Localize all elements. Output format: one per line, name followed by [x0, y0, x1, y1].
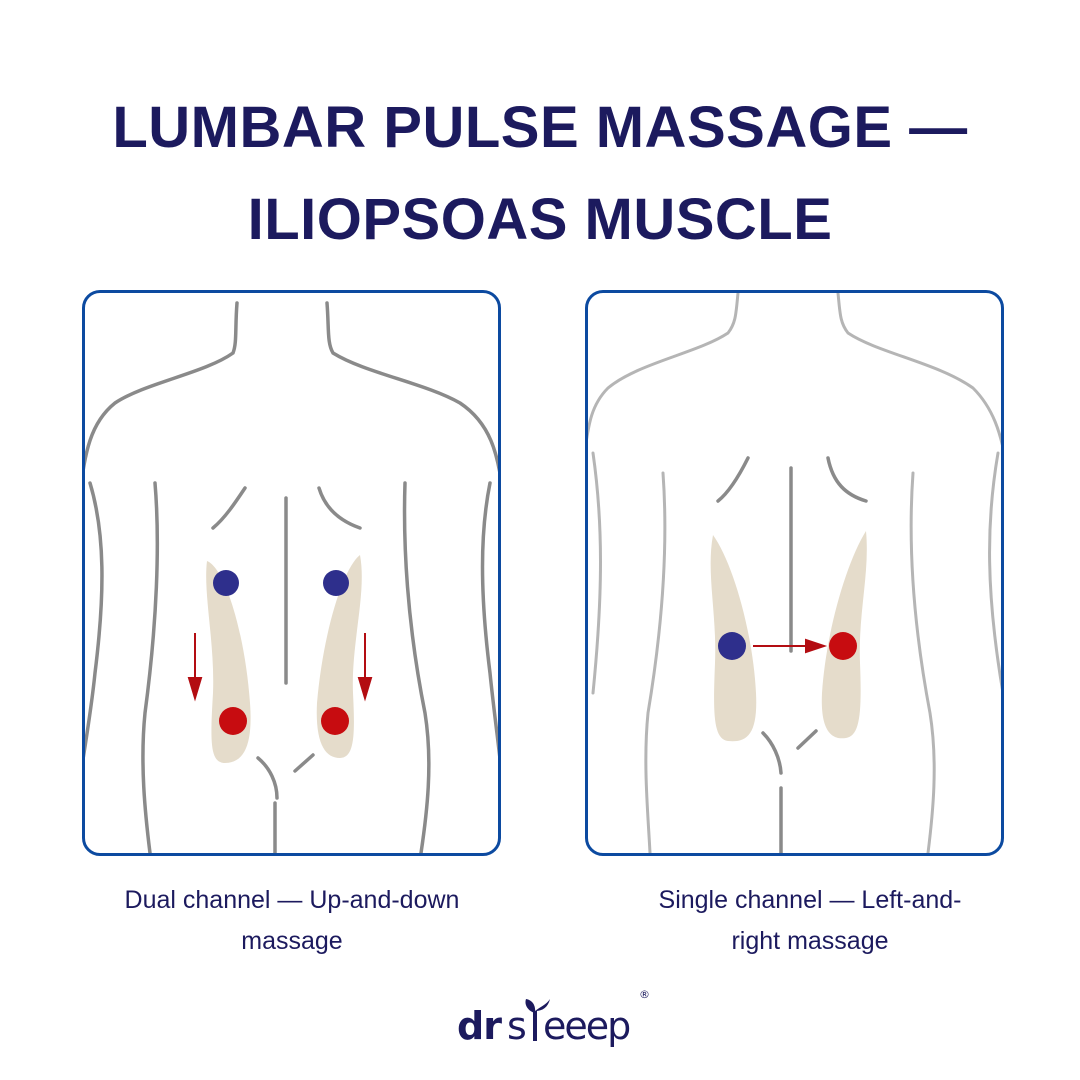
single-channel-panel — [585, 290, 1004, 856]
red-electrode-dot — [829, 632, 857, 660]
single-channel-caption: Single channel — Left-and- right massage — [590, 880, 1030, 962]
red-electrode-dot — [219, 707, 247, 735]
blue-electrode-dot — [213, 570, 239, 596]
dual-channel-panel — [82, 290, 501, 856]
drsleeep-logo: dr s eeep ® — [457, 988, 650, 1048]
dual-channel-caption: Dual channel — Up-and-down massage — [72, 880, 512, 962]
svg-text:dr: dr — [457, 1004, 502, 1048]
right-arrow-icon — [753, 638, 828, 654]
down-arrow-icon — [187, 633, 373, 702]
title-line-2: ILIOPSOAS MUSCLE — [247, 187, 833, 252]
svg-text:eeep: eeep — [543, 1004, 630, 1048]
caption-line: Dual channel — Up-and-down — [124, 886, 460, 914]
caption-line: right massage — [731, 927, 889, 955]
title-line-1: LUMBAR PULSE MASSAGE — — [112, 95, 968, 160]
blue-electrode-dot — [718, 632, 746, 660]
registered-mark: ® — [639, 988, 650, 1001]
red-electrode-dot — [321, 707, 349, 735]
page-title: LUMBAR PULSE MASSAGE — ILIOPSOAS MUSCLE — [0, 82, 1080, 266]
right-iliopsoas-muscle — [316, 555, 362, 758]
single-channel-body-illustration — [588, 293, 1001, 853]
caption-line: Single channel — Left-and- — [658, 886, 962, 914]
svg-text:s: s — [507, 1004, 526, 1048]
blue-electrode-dot — [323, 570, 349, 596]
dual-channel-body-illustration — [85, 301, 498, 853]
caption-line: massage — [241, 927, 343, 955]
